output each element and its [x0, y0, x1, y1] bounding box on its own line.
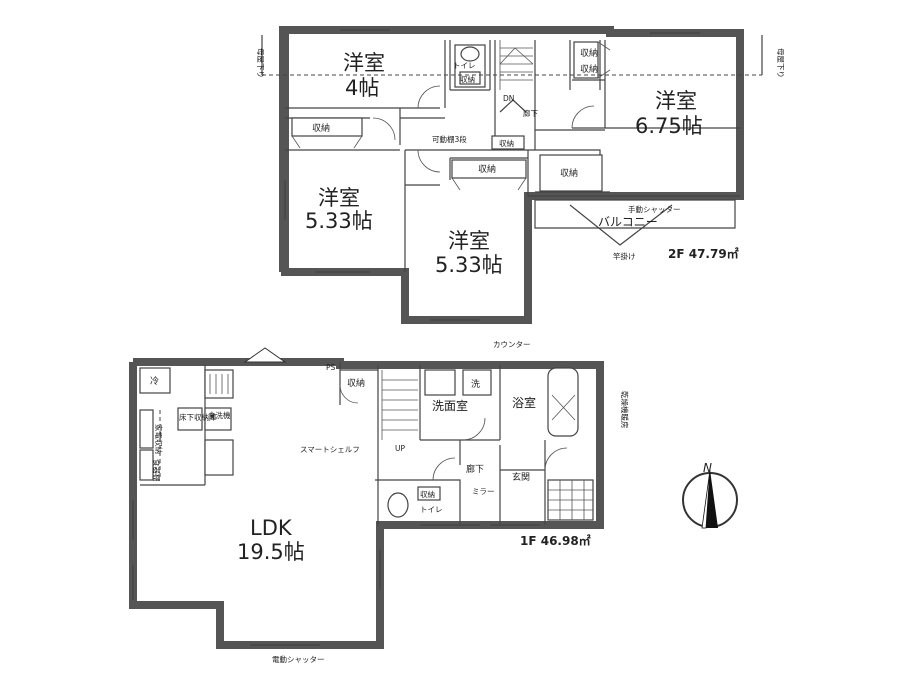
- 2f-stairs: [499, 40, 534, 90]
- 2f-closet-a-doors: [291, 135, 363, 149]
- 1f-bay-window: [243, 347, 287, 363]
- floor-2f-plan: [261, 26, 763, 324]
- compass-north-label: N: [703, 461, 712, 475]
- 1f-sink: [204, 439, 234, 476]
- 1f-pantry-label: 食器棚: [152, 459, 162, 482]
- 2f-room-533-left-size: 5.33帖: [305, 209, 373, 233]
- 1f-toilet-storage-label: 収納: [420, 489, 435, 499]
- 2f-balcony: [528, 195, 740, 229]
- 1f-washer: [462, 369, 492, 396]
- 2f-closet-c: [539, 154, 603, 192]
- 1f-appliance-storage-label: 家電収納: [154, 424, 164, 454]
- 1f-fridge-label: 冷: [150, 375, 159, 387]
- 2f-room-675-name: 洋室: [655, 89, 697, 113]
- 2f-balcony-bay: [569, 204, 673, 246]
- 1f-mirror-label: ミラー: [472, 487, 495, 496]
- 2f-room-675-size: 6.75帖: [635, 114, 703, 138]
- 2f-room-533-center-size: 5.33帖: [435, 253, 503, 277]
- 2f-door-swings: [372, 85, 595, 173]
- 2f-room-4-name: 洋室: [343, 51, 385, 75]
- 1f-counter-label: カウンター: [493, 340, 531, 349]
- 1f-dishwasher: [204, 407, 232, 431]
- 1f-dryer-label: 乾燥機暖房: [620, 391, 630, 429]
- compass-icon: [682, 469, 738, 529]
- 2f-room-4-size: 4帖: [345, 76, 379, 100]
- 1f-smart-shelf-label: スマートシェルフ: [300, 445, 360, 454]
- 2f-eaves-label: 竿掛け: [613, 251, 636, 261]
- 2f-closet-b: [451, 159, 527, 179]
- 1f-wash-basin: [424, 369, 456, 396]
- 2f-toilet-storage-label: 収納: [460, 74, 475, 84]
- 1f-ldk-name: LDK: [250, 516, 293, 540]
- 2f-interior-walls: [285, 40, 740, 272]
- 1f-entrance-tiles: [548, 480, 593, 520]
- 1f-door-swings: [339, 384, 568, 481]
- 1f-bathtub: [547, 367, 579, 437]
- 1f-windows: [132, 500, 540, 646]
- 2f-storage-e-label: 収納: [580, 63, 598, 75]
- 2f-movable-shelf-storage-label: 収納: [499, 138, 514, 148]
- 1f-toilet-storage: [417, 486, 441, 501]
- floor-1f-plan: [129, 347, 604, 649]
- 2f-storage-c-label: 収納: [560, 167, 578, 179]
- 1f-toilet-label: トイレ: [420, 505, 443, 514]
- 1f-up-label: UP: [395, 444, 405, 453]
- 1f-area-label: 1F 46.98㎡: [520, 533, 591, 548]
- 2f-loft-left-label: 母屋下り: [256, 48, 265, 78]
- 2f-room-533-center-name: 洋室: [448, 229, 490, 253]
- 2f-closet-d-doors: [597, 41, 611, 79]
- 2f-loft-markers: [261, 35, 763, 75]
- 1f-bath-label: 浴室: [512, 395, 536, 410]
- 2f-storage-b-label: 収納: [478, 163, 496, 175]
- 2f-balcony-label: バルコニー: [598, 215, 658, 229]
- 1f-fridge-space: [139, 367, 171, 394]
- 1f-corridor-label: 廊下: [466, 463, 484, 475]
- 1f-washroom-label: 洗面室: [432, 398, 468, 413]
- 2f-movable-shelf-label: 可動棚3段: [432, 134, 467, 144]
- 2f-room-533-left-name: 洋室: [318, 186, 360, 210]
- 1f-appliance-storage: [139, 409, 154, 449]
- 2f-storage-d-label: 収納: [580, 47, 598, 59]
- 1f-underfloor-storage: [177, 407, 203, 431]
- 1f-toilet-bowl: [387, 492, 409, 518]
- 2f-movable-shelf-box: [491, 135, 525, 150]
- 1f-stove-grates: [209, 374, 229, 394]
- 2f-closet-a: [291, 117, 363, 137]
- 1f-ldk-size: 19.5帖: [237, 540, 305, 564]
- 1f-stairs: [381, 370, 418, 440]
- 2f-corridor-label: 廊下: [523, 108, 538, 118]
- 2f-storage-a-label: 収納: [312, 122, 330, 134]
- 2f-closet-b-doors: [451, 177, 527, 191]
- 1f-ps-label: PS: [326, 363, 336, 372]
- 2f-closet-d: [573, 41, 599, 79]
- 2f-windows: [284, 29, 700, 321]
- 1f-storage-label: 収納: [347, 377, 365, 389]
- 2f-toilet-bowl: [460, 46, 480, 62]
- 2f-dn-label: DN: [503, 94, 514, 103]
- 1f-underfloor-label: 床下収納庫: [179, 412, 217, 422]
- 2f-manual-shutter-label: 手動シャッター: [628, 204, 681, 214]
- 2f-toilet-label: トイレ: [453, 61, 476, 70]
- 1f-dryer-mark: [551, 394, 576, 421]
- 1f-dishwasher-label: 食洗機: [208, 410, 231, 420]
- 2f-area-label: 2F 47.79㎡: [668, 246, 739, 261]
- 1f-electric-shutter-label: 電動シャッター: [272, 655, 325, 664]
- 1f-stove: [204, 369, 234, 399]
- 1f-pantry: [139, 449, 154, 481]
- 1f-washer-label: 洗: [471, 378, 480, 390]
- 1f-kitchen-dashed: [140, 410, 205, 486]
- 2f-loft-right-label: 母屋下り: [776, 48, 785, 78]
- 2f-stair-arrow: [499, 99, 527, 113]
- 1f-entrance-label: 玄関: [512, 471, 530, 483]
